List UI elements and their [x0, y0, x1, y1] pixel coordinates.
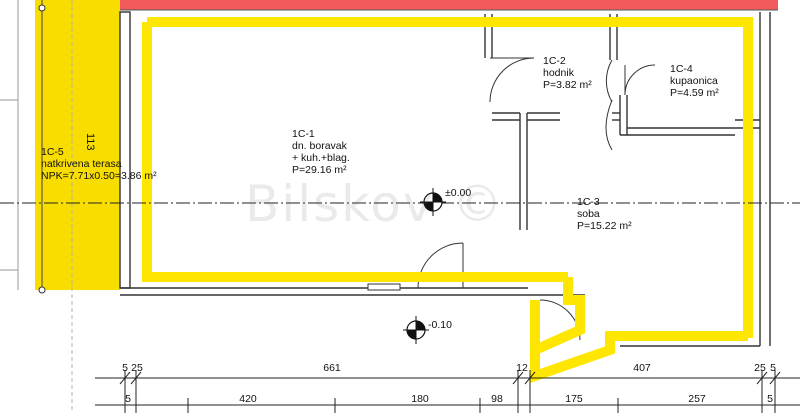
room-area: P=29.16 m²	[292, 164, 347, 176]
dimension-label: 661	[323, 362, 341, 374]
dimension-label: 407	[633, 362, 651, 374]
room-id: 1C-2	[543, 55, 566, 67]
vertical-dimension: 113	[84, 133, 96, 151]
dimension-label: 12	[516, 362, 528, 374]
dimension-label: 5	[770, 362, 776, 374]
room-name-extra: + kuh.+blag.	[292, 152, 350, 164]
level-marker	[403, 316, 429, 344]
room-label-1c-2: 1C-2 hodnik P=3.82 m²	[543, 55, 592, 91]
dimension-label: 257	[688, 393, 706, 405]
room-name: kupaonica	[670, 75, 718, 87]
room-area: P=3.82 m²	[543, 79, 592, 91]
room-label-1c-1: 1C-1 dn. boravak + kuh.+blag. P=29.16 m²	[292, 128, 350, 176]
room-name: soba	[577, 208, 600, 220]
room-area: NPK=7.71x0.50=3.86 m²	[41, 170, 157, 182]
dimension-label: 25	[131, 362, 143, 374]
dimension-label: 175	[565, 393, 583, 405]
room-id: 1C-3	[577, 196, 600, 208]
dimension-label: 5	[122, 362, 128, 374]
room-label-1c-3: 1C-3 soba P=15.22 m²	[577, 196, 632, 232]
dimension-lines	[95, 370, 800, 413]
room-id: 1C-4	[670, 63, 693, 75]
dimension-label: 420	[239, 393, 257, 405]
watermark: Bilskov ©	[245, 175, 505, 233]
dimension-label: 5	[767, 393, 773, 405]
level-label: -0.10	[428, 319, 452, 331]
dimension-label: 25	[754, 362, 766, 374]
room-name: natkrivena terasa	[41, 158, 122, 170]
walls	[119, 11, 771, 347]
room-name: dn. boravak	[292, 140, 347, 152]
room-label-1c-5: 1C-5 natkrivena terasa NPK=7.71x0.50=3.8…	[41, 146, 157, 182]
top-strip	[120, 0, 778, 10]
room-id: 1C-5	[41, 146, 64, 158]
terrace-post	[38, 4, 46, 12]
room-name: hodnik	[543, 67, 574, 79]
level-marker	[420, 188, 446, 216]
room-area: P=15.22 m²	[577, 220, 632, 232]
dimension-label: 180	[411, 393, 429, 405]
level-label: ±0.00	[445, 187, 472, 199]
room-area: P=4.59 m²	[670, 87, 719, 99]
room-id: 1C-1	[292, 128, 315, 140]
terrace-area	[35, 0, 120, 290]
room-outline	[142, 17, 753, 384]
dimension-label: 5	[125, 393, 131, 405]
dimension-label: 98	[491, 393, 503, 405]
room-label-1c-4: 1C-4 kupaonica P=4.59 m²	[670, 63, 719, 99]
terrace-post	[38, 286, 46, 294]
threshold	[367, 283, 401, 291]
